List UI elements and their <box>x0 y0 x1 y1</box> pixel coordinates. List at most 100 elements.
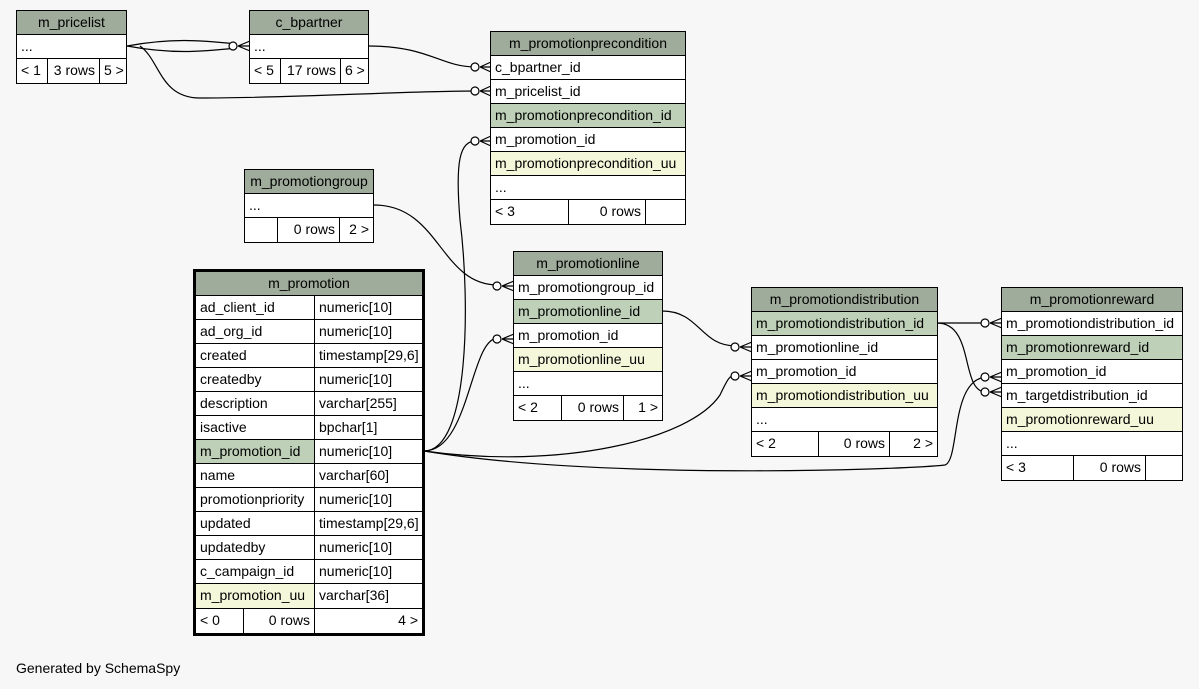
parents-link[interactable]: < 2 <box>518 399 538 415</box>
table-row: ... <box>250 35 368 59</box>
column-name: m_promotionline_id <box>518 303 641 319</box>
parents-link[interactable]: < 0 <box>200 612 220 628</box>
crowfoot <box>501 333 515 345</box>
column-name: m_promotiongroup_id <box>518 279 655 295</box>
children-link[interactable]: 4 > <box>314 609 422 633</box>
column-name: updated <box>200 515 251 531</box>
children-link[interactable]: 2 > <box>339 218 373 242</box>
table-row: c_campaign_id numeric[10] <box>196 560 422 584</box>
row-count: 0 rows <box>568 200 645 224</box>
table-row-unique: m_promotionreward_uu <box>1002 408 1182 432</box>
table-footer: 0 rows 2 > <box>245 218 373 242</box>
table-c-bpartner[interactable]: c_bpartner ... < 5 17 rows 6 > <box>249 10 369 84</box>
table-title[interactable]: m_promotionline <box>514 252 662 276</box>
children-link[interactable]: 5 > <box>99 59 126 83</box>
table-m-promotionprecondition[interactable]: m_promotionprecondition c_bpartner_id m_… <box>490 31 686 225</box>
table-row: ... <box>17 35 126 59</box>
column-name: c_bpartner_id <box>495 59 581 75</box>
column-name: ... <box>254 38 266 54</box>
table-row: m_targetdistribution_id <box>1002 384 1182 408</box>
table-title[interactable]: m_promotiongroup <box>245 170 373 194</box>
column-type: timestamp[29,6] <box>314 512 422 535</box>
column-name: m_pricelist_id <box>495 83 581 99</box>
parents-link[interactable]: < 3 <box>495 203 515 219</box>
column-type: numeric[10] <box>314 440 422 463</box>
column-type: varchar[255] <box>314 392 422 415</box>
table-footer: < 0 0 rows 4 > <box>196 609 422 633</box>
edge-end-circle <box>228 41 238 51</box>
table-footer: < 3 0 rows <box>491 200 685 224</box>
crowfoot <box>501 280 515 292</box>
table-m-pricelist[interactable]: m_pricelist ... < 1 3 rows 5 > <box>16 10 127 84</box>
table-footer: < 2 0 rows 1 > <box>514 396 662 420</box>
crowfoot <box>479 135 492 147</box>
edge-end-circle <box>980 318 990 328</box>
crowfoot <box>739 370 753 382</box>
edge-pricelist-bpartner-b <box>126 45 237 53</box>
column-type: numeric[10] <box>314 320 422 343</box>
table-title[interactable]: m_promotion <box>196 272 422 296</box>
table-title[interactable]: m_promotionreward <box>1002 288 1182 312</box>
column-type: timestamp[29,6] <box>314 344 422 367</box>
crowfoot <box>479 85 492 97</box>
table-title[interactable]: m_promotiondistribution <box>752 288 937 312</box>
table-title[interactable]: m_promotionprecondition <box>491 32 685 56</box>
children-link[interactable]: 2 > <box>889 432 937 456</box>
parents-link[interactable]: < 5 <box>254 62 274 78</box>
column-name: m_promotion_id <box>200 443 301 459</box>
row-count: 0 rows <box>818 432 889 456</box>
table-row: m_pricelist_id <box>491 80 685 104</box>
column-name: promotionpriority <box>200 491 305 507</box>
table-row: updated timestamp[29,6] <box>196 512 422 536</box>
parents-link[interactable]: < 1 <box>21 62 41 78</box>
parents-link <box>245 218 277 242</box>
edge-end-circle <box>980 372 990 382</box>
parents-link[interactable]: < 3 <box>1006 459 1026 475</box>
column-name: isactive <box>200 419 247 435</box>
column-name: name <box>200 467 236 483</box>
parents-link[interactable]: < 2 <box>756 435 776 451</box>
column-type: varchar[36] <box>314 584 422 608</box>
table-m-promotionreward[interactable]: m_promotionreward m_promotiondistributio… <box>1001 287 1183 481</box>
table-footer: < 2 0 rows 2 > <box>752 432 937 456</box>
column-name: ... <box>21 38 33 54</box>
row-count: 0 rows <box>561 396 623 420</box>
column-name: ... <box>495 179 507 195</box>
table-row-primary-key: m_promotionreward_id <box>1002 336 1182 360</box>
column-name: m_promotionprecondition_uu <box>495 155 677 171</box>
column-name: m_promotiondistribution_uu <box>756 387 929 403</box>
edge-pricelist-bpartner-a <box>126 39 237 47</box>
edge-pricelist-precondition <box>139 45 477 99</box>
edge-distribution-reward-target <box>936 322 987 393</box>
edge-end-circle <box>730 371 740 381</box>
crowfoot <box>237 40 251 52</box>
edge-promotion-precondition <box>423 140 477 452</box>
table-m-promotiondistribution[interactable]: m_promotiondistribution m_promotiondistr… <box>751 287 938 457</box>
table-m-promotiongroup[interactable]: m_promotiongroup ... 0 rows 2 > <box>244 169 374 243</box>
column-name: m_promotionline_uu <box>518 351 645 367</box>
column-type: numeric[10] <box>314 488 422 511</box>
column-name: m_promotion_uu <box>196 584 314 608</box>
table-m-promotionline[interactable]: m_promotionline m_promotiongroup_id m_pr… <box>513 251 663 421</box>
crowfoot <box>479 61 492 73</box>
children-link[interactable]: 6 > <box>340 59 368 83</box>
column-name: description <box>200 395 268 411</box>
children-link <box>645 200 685 224</box>
column-name: c_campaign_id <box>200 563 295 579</box>
column-type: numeric[10] <box>314 560 422 583</box>
column-name: m_promotiondistribution_id <box>756 315 925 331</box>
table-footer: < 1 3 rows 5 > <box>17 59 126 83</box>
table-title[interactable]: m_pricelist <box>17 11 126 35</box>
table-row: ... <box>1002 432 1182 456</box>
children-link[interactable]: 1 > <box>623 396 662 420</box>
column-name: m_promotion_id <box>518 327 619 343</box>
edge-promotion-distribution <box>423 374 737 458</box>
table-row-primary-key: m_promotiondistribution_id <box>752 312 937 336</box>
table-title[interactable]: c_bpartner <box>250 11 368 35</box>
